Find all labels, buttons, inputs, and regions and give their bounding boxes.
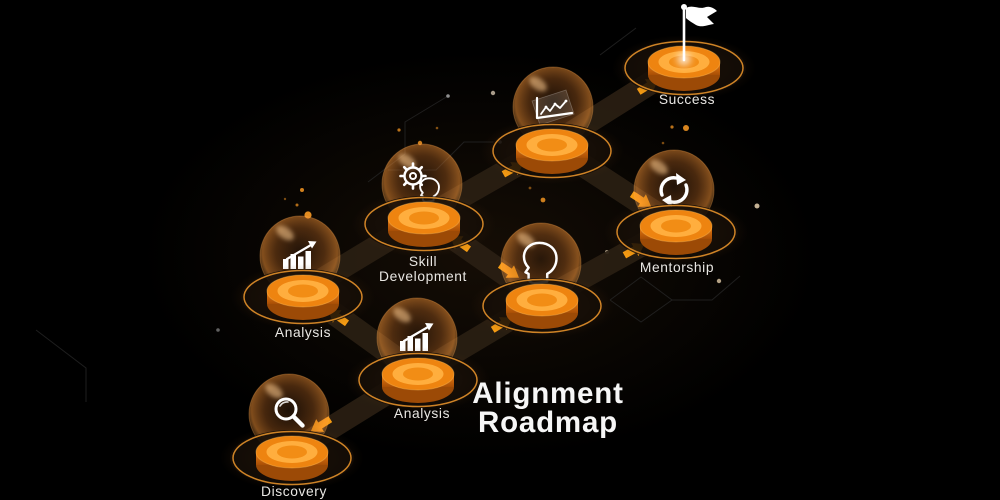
podium <box>230 263 376 331</box>
line-chart-icon <box>531 89 575 126</box>
bar-chart-icon <box>283 241 317 269</box>
node-label-success: Success <box>659 92 715 107</box>
podium <box>469 272 615 340</box>
node-label-skill-line1: Skill <box>409 254 437 269</box>
podium <box>345 346 491 414</box>
flag-icon <box>678 4 717 65</box>
scatter-dots <box>216 90 760 332</box>
node-analysis-upper: Analysis <box>230 216 376 340</box>
node-label-mentorship: Mentorship <box>640 260 714 275</box>
node-label-skill-line2: Development <box>379 269 467 284</box>
node-alignment <box>469 223 615 340</box>
podium <box>219 424 365 492</box>
node-label-analysis: Analysis <box>394 406 450 421</box>
node-skill-development: Skill Development <box>351 144 497 284</box>
page-title-line2: Roadmap <box>478 406 618 439</box>
node-label-discovery: Discovery <box>261 484 327 499</box>
bar-chart-icon <box>400 323 434 351</box>
node-success: Success <box>611 4 757 107</box>
node-analysis-lower: Analysis <box>345 298 491 421</box>
node-progress <box>479 67 625 185</box>
podium <box>603 198 749 266</box>
magnifier-icon <box>274 397 305 428</box>
node-discovery: Discovery <box>219 374 365 499</box>
page-title-line1: Alignment <box>472 377 623 410</box>
podium <box>479 117 625 185</box>
node-label-analysis: Analysis <box>275 325 331 340</box>
podium <box>351 190 497 258</box>
node-mentorship: Mentorship <box>603 150 749 275</box>
